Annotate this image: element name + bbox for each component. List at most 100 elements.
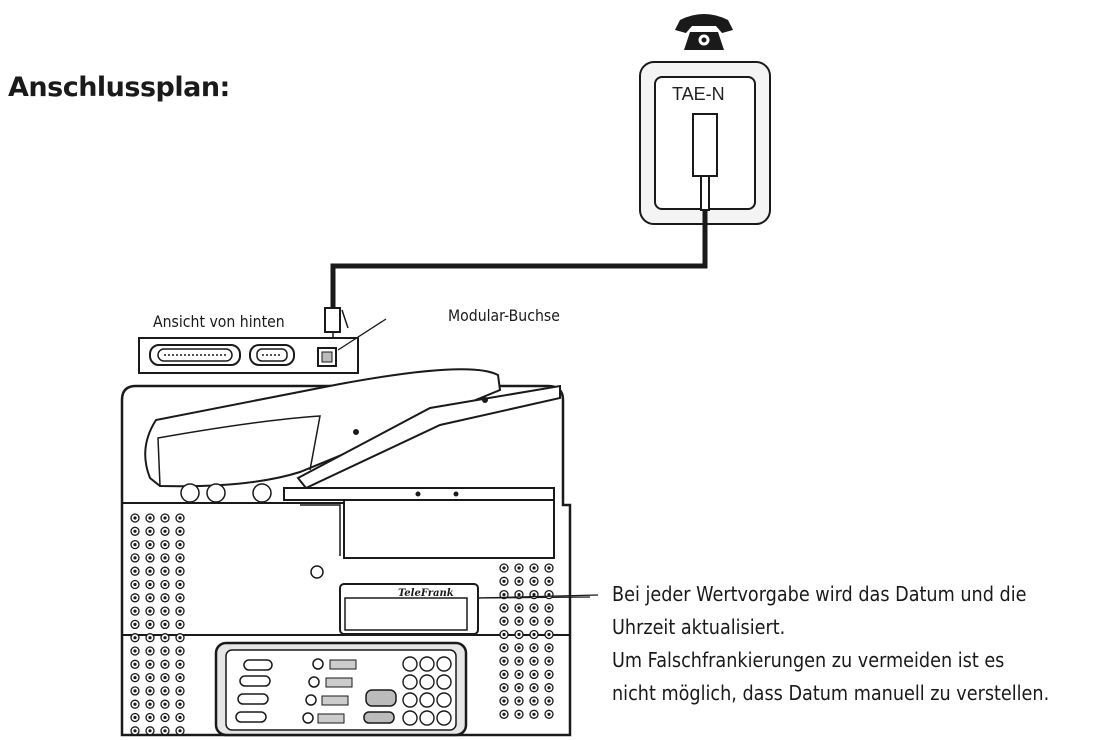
keypad: [402, 656, 452, 726]
vent-hole-center: [532, 632, 536, 637]
vent-hole-center: [163, 582, 167, 587]
vent-hole-center: [133, 676, 137, 680]
vent-hole-center: [178, 662, 182, 666]
vent-hole-center: [148, 662, 152, 666]
telephone-icon: [675, 14, 733, 50]
vent-hole-center: [148, 556, 152, 560]
vent-hole-center: [178, 649, 182, 653]
vent-hole-center: [547, 606, 551, 610]
vent-hole-center: [148, 715, 152, 720]
vent-hole-center: [133, 729, 137, 733]
vent-hole-center: [517, 699, 521, 703]
vent-hole-center: [163, 702, 167, 706]
vent-hole-center: [547, 566, 551, 570]
vent-hole-center: [502, 579, 506, 583]
vent-hole-center: [517, 712, 521, 716]
vent-hole-center: [133, 702, 137, 706]
vent-hole-center: [148, 649, 152, 653]
vent-holes: [130, 513, 554, 736]
keypad-key: [402, 710, 418, 726]
vent-hole-center: [163, 649, 167, 653]
vent-hole-center: [163, 715, 167, 720]
vent-hole-center: [148, 569, 152, 573]
phone-cable: [330, 210, 708, 308]
vent-hole-center: [517, 593, 521, 597]
vent-hole-center: [502, 593, 506, 597]
vent-hole-center: [133, 516, 137, 520]
keypad-key: [419, 674, 435, 690]
vent-hole-center: [148, 676, 152, 680]
vent-hole-center: [502, 606, 506, 610]
vent-hole-center: [163, 676, 167, 680]
vent-hole-center: [178, 516, 182, 520]
keypad-key: [436, 674, 452, 690]
vent-hole-center: [517, 579, 521, 583]
info-note: Bei jeder Wertvorgabe wird das Datum und…: [612, 578, 1049, 710]
vent-hole-center: [148, 729, 152, 733]
vent-hole-center: [178, 689, 182, 693]
vent-hole-center: [163, 516, 167, 520]
vent-hole-center: [133, 609, 137, 613]
vent-hole-center: [178, 582, 182, 587]
modular-jack-pointer: [337, 318, 387, 351]
vent-hole-center: [532, 619, 536, 623]
keypad-key: [419, 656, 435, 672]
vent-hole-center: [547, 712, 551, 716]
vent-hole-center: [178, 636, 182, 640]
vent-hole-center: [178, 622, 182, 627]
vent-hole-center: [148, 609, 152, 613]
vent-hole-center: [178, 543, 182, 547]
vent-hole-center: [517, 566, 521, 570]
device-brand-label: TeleFrank: [398, 588, 454, 599]
vent-hole-center: [163, 596, 167, 600]
vent-hole-center: [517, 606, 521, 610]
vent-hole-center: [532, 672, 536, 677]
keypad-key: [419, 692, 435, 708]
vent-hole-center: [517, 632, 521, 637]
vent-hole-center: [547, 659, 551, 663]
cable-plug: [324, 307, 349, 345]
vent-hole-center: [502, 672, 506, 677]
vent-hole-center: [163, 556, 167, 560]
vent-hole-center: [148, 529, 152, 533]
vent-hole-center: [148, 596, 152, 600]
vent-hole-center: [532, 712, 536, 716]
keypad-key: [436, 656, 452, 672]
vent-hole-center: [547, 699, 551, 703]
vent-hole-center: [178, 729, 182, 733]
note-line: Um Falschfrankierungen zu vermeiden ist …: [612, 648, 1005, 672]
vent-hole-center: [517, 686, 521, 690]
vent-hole-center: [502, 646, 506, 650]
vent-hole-center: [502, 632, 506, 637]
vent-hole-center: [502, 659, 506, 663]
vent-hole-center: [547, 672, 551, 677]
vent-hole-center: [133, 622, 137, 627]
keypad-key: [436, 710, 452, 726]
vent-hole-center: [133, 715, 137, 720]
vent-hole-center: [133, 529, 137, 533]
vent-hole-center: [133, 649, 137, 653]
vent-hole-center: [178, 556, 182, 560]
vent-hole-center: [133, 689, 137, 693]
vent-hole-center: [178, 702, 182, 706]
vent-hole-center: [532, 566, 536, 570]
vent-hole-center: [178, 569, 182, 573]
vent-hole-center: [163, 636, 167, 640]
vent-hole-center: [148, 636, 152, 640]
vent-hole-center: [547, 593, 551, 597]
keypad-key: [436, 692, 452, 708]
vent-hole-center: [517, 672, 521, 677]
vent-hole-center: [148, 582, 152, 587]
vent-hole-center: [502, 712, 506, 716]
vent-hole-center: [148, 543, 152, 547]
vent-hole-center: [178, 609, 182, 613]
vent-hole-center: [163, 622, 167, 627]
rear-view-label: Ansicht von hinten: [153, 312, 285, 331]
vent-hole-center: [532, 659, 536, 663]
note-line: Bei jeder Wertvorgabe wird das Datum und…: [612, 582, 1027, 606]
vent-hole-center: [502, 619, 506, 623]
tae-n-label: TAE-N: [672, 84, 725, 104]
vent-hole-center: [148, 516, 152, 520]
keypad-key: [402, 674, 418, 690]
